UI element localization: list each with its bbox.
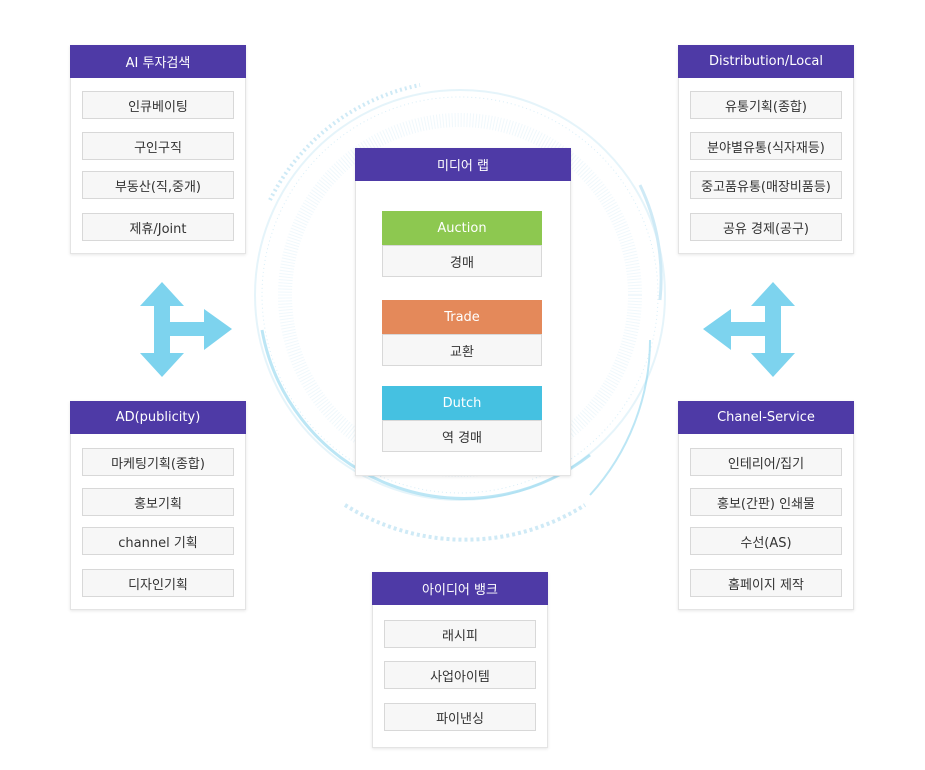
- ad-item-channel[interactable]: channel 기획: [82, 527, 234, 555]
- ai-search-item-real-estate[interactable]: 부동산(직,중개): [82, 171, 234, 199]
- distribution-item-used-goods[interactable]: 중고품유통(매장비품등): [690, 171, 842, 199]
- idea-bank-item-financing[interactable]: 파이낸싱: [384, 703, 536, 731]
- channel-service-item-repair[interactable]: 수선(AS): [690, 527, 842, 555]
- idea-bank-item-recipe[interactable]: 래시피: [384, 620, 536, 648]
- idea-bank-panel: 아이디어 뱅크 래시피 사업아이템 파이낸싱: [372, 572, 548, 748]
- media-lab-title: 미디어 랩: [355, 148, 571, 181]
- ai-search-title: AI 투자검색: [70, 45, 246, 78]
- channel-service-item-interior[interactable]: 인테리어/집기: [690, 448, 842, 476]
- auction-label[interactable]: Auction: [382, 211, 542, 245]
- ad-item-marketing[interactable]: 마케팅기획(종합): [82, 448, 234, 476]
- dutch-label[interactable]: Dutch: [382, 386, 542, 420]
- media-lab-panel: 미디어 랩 Auction 경매 Trade 교환 Dutch 역 경매: [355, 148, 571, 476]
- double-headed-vertical-arrow-with-right-branch-icon: [140, 282, 232, 377]
- ai-search-item-incubating[interactable]: 인큐베이팅: [82, 91, 234, 119]
- dutch-sub[interactable]: 역 경매: [382, 420, 542, 452]
- channel-service-panel: Chanel-Service 인테리어/집기 홍보(간판) 인쇄물 수선(AS)…: [678, 401, 854, 610]
- trade-label[interactable]: Trade: [382, 300, 542, 334]
- idea-bank-title: 아이디어 뱅크: [372, 572, 548, 605]
- ad-item-promotion[interactable]: 홍보기획: [82, 488, 234, 516]
- ai-search-panel: AI 투자검색 인큐베이팅 구인구직 부동산(직,중개) 제휴/Joint: [70, 45, 246, 254]
- distribution-item-sharing[interactable]: 공유 경제(공구): [690, 213, 842, 241]
- distribution-panel: Distribution/Local 유통기획(종합) 분야별유통(식자재등) …: [678, 45, 854, 254]
- distribution-title: Distribution/Local: [678, 45, 854, 78]
- auction-sub[interactable]: 경매: [382, 245, 542, 277]
- ai-search-item-joint[interactable]: 제휴/Joint: [82, 213, 234, 241]
- channel-service-item-signage[interactable]: 홍보(간판) 인쇄물: [690, 488, 842, 516]
- channel-service-item-homepage[interactable]: 홈페이지 제작: [690, 569, 842, 597]
- distribution-item-planning[interactable]: 유통기획(종합): [690, 91, 842, 119]
- double-headed-vertical-arrow-with-left-branch-icon: [703, 282, 795, 377]
- ad-item-design[interactable]: 디자인기획: [82, 569, 234, 597]
- trade-sub[interactable]: 교환: [382, 334, 542, 366]
- channel-service-title: Chanel-Service: [678, 401, 854, 434]
- ai-search-item-jobs[interactable]: 구인구직: [82, 132, 234, 160]
- idea-bank-item-business[interactable]: 사업아이템: [384, 661, 536, 689]
- ad-title: AD(publicity): [70, 401, 246, 434]
- ad-panel: AD(publicity) 마케팅기획(종합) 홍보기획 channel 기획 …: [70, 401, 246, 610]
- distribution-item-by-field[interactable]: 분야별유통(식자재등): [690, 132, 842, 160]
